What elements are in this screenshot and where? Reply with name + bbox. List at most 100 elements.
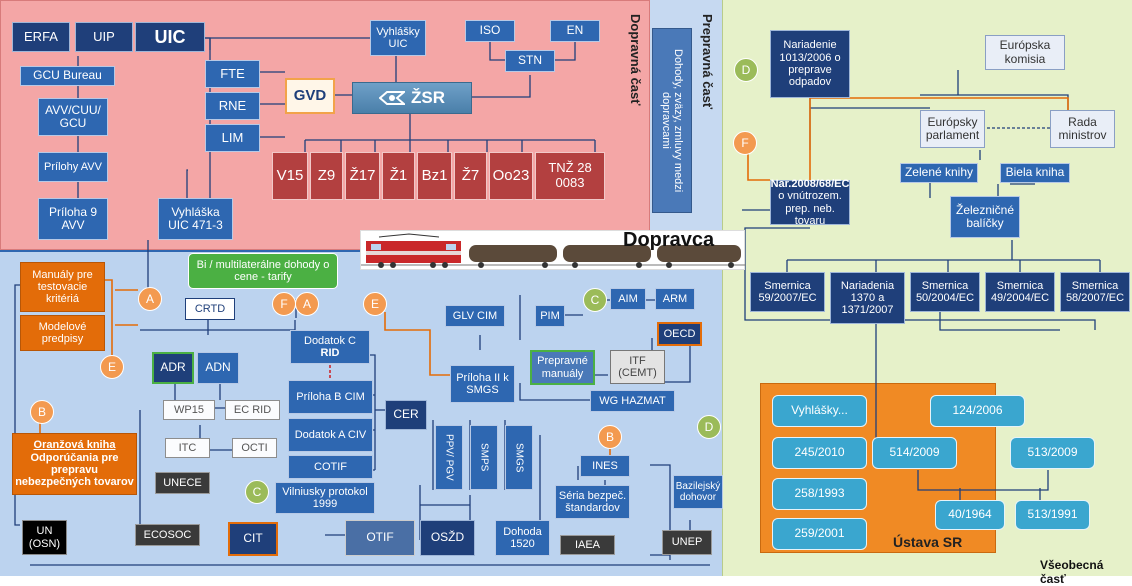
zeleznicne-balicky-box[interactable]: Železničné balíčky bbox=[950, 196, 1020, 238]
en-box[interactable]: EN bbox=[550, 20, 600, 42]
v513-1991-box[interactable]: 513/1991 bbox=[1015, 500, 1090, 530]
reg-z17[interactable]: Ž17 bbox=[345, 152, 380, 200]
marker-f-right: F bbox=[733, 131, 757, 155]
vyhlasky-uic-box[interactable]: Vyhlášky UIC bbox=[370, 20, 426, 56]
smernica49-box[interactable]: Smernica 49/2004/EC bbox=[985, 272, 1055, 312]
v245-box[interactable]: 245/2010 bbox=[772, 437, 867, 469]
reg-bz1[interactable]: Bz1 bbox=[417, 152, 452, 200]
stn-box[interactable]: STN bbox=[505, 50, 555, 72]
train-icon bbox=[361, 233, 746, 268]
priloha-b-box[interactable]: Príloha B CIM bbox=[288, 380, 373, 414]
vyhlasky-box[interactable]: Vyhlášky... bbox=[772, 395, 867, 427]
cit-box[interactable]: CIT bbox=[228, 522, 278, 556]
v258-box[interactable]: 258/1993 bbox=[772, 478, 867, 510]
lim-box[interactable]: LIM bbox=[205, 124, 260, 152]
marker-c-aim: C bbox=[583, 288, 607, 312]
smernica58-box[interactable]: Smernica 58/2007/EC bbox=[1060, 272, 1130, 312]
smgs-box[interactable]: SMGS bbox=[505, 425, 533, 490]
ecosoc-box[interactable]: ECOSOC bbox=[135, 524, 200, 546]
marker-e-middle: E bbox=[363, 292, 387, 316]
smernica59-box[interactable]: Smernica 59/2007/EC bbox=[750, 272, 825, 312]
bazilejsky-box[interactable]: Bazilejský dohovor bbox=[673, 475, 723, 509]
nar2008-title: Nar.2008/68/EC bbox=[770, 177, 850, 190]
crtd-box[interactable]: CRTD bbox=[185, 298, 235, 320]
dodatok-c-box[interactable]: Dodatok C RID bbox=[290, 330, 370, 364]
pim-box[interactable]: PIM bbox=[535, 305, 565, 327]
cer-box[interactable]: CER bbox=[385, 400, 427, 430]
europsky-parlament-box[interactable]: Európsky parlament bbox=[920, 110, 985, 148]
adr-box[interactable]: ADR bbox=[152, 352, 194, 384]
priloha9-avv-box[interactable]: Príloha 9 AVV bbox=[38, 198, 108, 240]
avv-cuu-gcu-box[interactable]: AVV/CUU/ GCU bbox=[38, 98, 108, 136]
smps-box[interactable]: SMPS bbox=[470, 425, 498, 490]
adn-box[interactable]: ADN bbox=[197, 352, 239, 384]
glv-cim-box[interactable]: GLV CIM bbox=[445, 305, 505, 327]
modelove-box[interactable]: Modelové predpisy bbox=[20, 315, 105, 351]
octi-box[interactable]: OCTI bbox=[232, 438, 277, 458]
nariadenie1013-box[interactable]: Nariadenie 1013/2006 o preprave odpadov bbox=[770, 30, 850, 98]
marker-b-ines: B bbox=[598, 425, 622, 449]
itf-box[interactable]: ITF (CEMT) bbox=[610, 350, 665, 384]
nar2008-desc: o vnútrozem. prep. neb. tovaru bbox=[778, 190, 842, 227]
uip-box[interactable]: UIP bbox=[75, 22, 133, 52]
erfa-box[interactable]: ERFA bbox=[12, 22, 70, 52]
smernica50-box[interactable]: Smernica 50/2004/EC bbox=[910, 272, 980, 312]
dodatok-a-box[interactable]: Dodatok A CIV bbox=[288, 418, 373, 452]
fte-box[interactable]: FTE bbox=[205, 60, 260, 88]
uic-box[interactable]: UIC bbox=[135, 22, 205, 52]
reg-z9[interactable]: Z9 bbox=[310, 152, 343, 200]
un-osn-box[interactable]: UN (OSN) bbox=[22, 520, 67, 555]
europska-komisia-box[interactable]: Európska komisia bbox=[985, 35, 1065, 70]
osjd-box[interactable]: OSŽD bbox=[420, 520, 475, 556]
cotif-box[interactable]: COTIF bbox=[288, 455, 373, 479]
marker-b-left: B bbox=[30, 400, 54, 424]
wp15-box[interactable]: WP15 bbox=[163, 400, 215, 420]
manualy-box[interactable]: Manuály pre testovacie kritériá bbox=[20, 262, 105, 312]
otif-box[interactable]: OTIF bbox=[345, 520, 415, 556]
vilnius-box[interactable]: Vilniusky protokol 1999 bbox=[275, 482, 375, 514]
prepravne-manualy-box[interactable]: Prepravné manuály bbox=[530, 350, 595, 385]
prilohy-avv-box[interactable]: Prílohy AVV bbox=[38, 152, 108, 182]
reg-oo23[interactable]: Oo23 bbox=[489, 152, 533, 200]
gcu-bureau-box[interactable]: GCU Bureau bbox=[20, 66, 115, 86]
aim-box[interactable]: AIM bbox=[610, 288, 646, 310]
rne-box[interactable]: RNE bbox=[205, 92, 260, 120]
reg-tnz[interactable]: TNŽ 28 0083 bbox=[535, 152, 605, 200]
gvd-box[interactable]: GVD bbox=[285, 78, 335, 114]
v513-2009-box[interactable]: 513/2009 bbox=[1010, 437, 1095, 469]
dopravca-label: Dopravca bbox=[623, 229, 715, 251]
zsr-emblem-icon bbox=[379, 91, 405, 105]
oranzova-box[interactable]: Oranžová kniha Odporúčania pre prepravu … bbox=[12, 433, 137, 495]
seria-box[interactable]: Séria bezpeč. štandardov bbox=[555, 485, 630, 519]
v259-box[interactable]: 259/2001 bbox=[772, 518, 867, 550]
reg-z1[interactable]: Ž1 bbox=[382, 152, 415, 200]
v40-box[interactable]: 40/1964 bbox=[935, 500, 1005, 530]
nariadenia1370-box[interactable]: Nariadenia 1370 a 1371/2007 bbox=[830, 272, 905, 324]
wg-hazmat-box[interactable]: WG HAZMAT bbox=[590, 390, 675, 412]
oecd-box[interactable]: OECD bbox=[657, 322, 702, 346]
vyhlaska-uic-471-box[interactable]: Vyhláška UIC 471-3 bbox=[158, 198, 233, 240]
reg-z7[interactable]: Ž7 bbox=[454, 152, 487, 200]
marker-e-left: E bbox=[100, 355, 124, 379]
unece-box[interactable]: UNECE bbox=[155, 472, 210, 494]
arm-box[interactable]: ARM bbox=[655, 288, 695, 310]
rada-ministrov-box[interactable]: Rada ministrov bbox=[1050, 110, 1115, 148]
nar2008-box[interactable]: Nar.2008/68/EC o vnútrozem. prep. neb. t… bbox=[770, 177, 850, 227]
priloha-ii-box[interactable]: Príloha II k SMGS bbox=[450, 365, 515, 403]
marker-c-cit: C bbox=[245, 480, 269, 504]
unep-box[interactable]: UNEP bbox=[662, 530, 712, 555]
ines-box[interactable]: INES bbox=[580, 455, 630, 477]
v124-box[interactable]: 124/2006 bbox=[930, 395, 1025, 427]
biela-kniha-box[interactable]: Biela kniha bbox=[1000, 163, 1070, 183]
ec-rid-box[interactable]: EC RID bbox=[225, 400, 280, 420]
v514-box[interactable]: 514/2009 bbox=[872, 437, 957, 469]
dohoda1520-box[interactable]: Dohoda 1520 bbox=[495, 520, 550, 556]
iaea-box[interactable]: IAEA bbox=[560, 535, 615, 555]
reg-v15[interactable]: V15 bbox=[272, 152, 308, 200]
iso-box[interactable]: ISO bbox=[465, 20, 515, 42]
ustava-label: Ústava SR bbox=[893, 534, 963, 550]
ppv-pgv-box[interactable]: PPV/ PGV bbox=[435, 425, 463, 490]
zelene-knihy-box[interactable]: Zelené knihy bbox=[900, 163, 978, 183]
bi-multi-box[interactable]: Bi / multilaterálne dohody o cene - tari… bbox=[188, 253, 338, 289]
itc-box[interactable]: ITC bbox=[165, 438, 210, 458]
